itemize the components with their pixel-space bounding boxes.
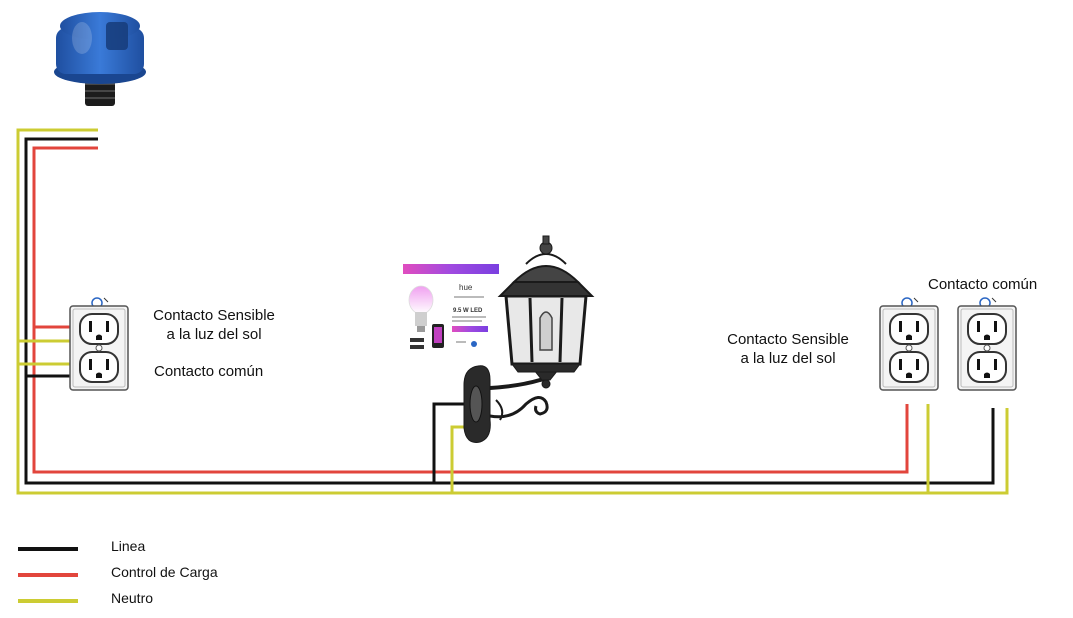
duplex-outlet-icon xyxy=(69,297,129,391)
outlet-receptacle xyxy=(967,313,1007,345)
right-sensitive-label-line-1: Contacto Sensible xyxy=(727,331,849,348)
photocell-sensor-icon xyxy=(54,12,146,106)
outlet-receptacle xyxy=(79,351,119,383)
legend-swatch-control xyxy=(18,573,78,577)
left-sensitive-label-line-2: a la luz del sol xyxy=(166,326,262,343)
outlet-receptacle xyxy=(889,313,929,345)
wires xyxy=(16,128,1009,495)
hue-wattage-text: 9.5 W LED xyxy=(453,308,483,314)
legend-label-linea: Linea xyxy=(111,538,146,554)
legend-swatch-linea xyxy=(18,547,78,551)
legend-label-control: Control de Carga xyxy=(111,564,218,580)
outlet-receptacle xyxy=(889,351,929,383)
wire-linea-lamp xyxy=(432,402,470,483)
right-sensitive-label-line-2: a la luz del sol xyxy=(740,350,836,367)
wall-lantern-lamp-icon xyxy=(463,235,595,443)
hue-brand-text: hue xyxy=(459,283,473,292)
duplex-outlet-icon xyxy=(879,297,939,391)
right-common-outlet-label: Contacto común xyxy=(928,276,1038,293)
wire-neutro-main xyxy=(16,128,1009,495)
right-sensitive-outlet-label: Contacto Sensible a la luz del sol xyxy=(716,330,860,368)
smart-bulb-package-icon: hue 9.5 W LED xyxy=(403,264,499,360)
left-sensitive-label-line-1: Contacto Sensible xyxy=(153,307,275,324)
duplex-outlet-icon xyxy=(957,297,1017,391)
outlet-receptacle xyxy=(967,351,1007,383)
outlet-receptacle xyxy=(79,313,119,345)
legend-swatch-neutro xyxy=(18,599,78,603)
left-common-outlet-label: Contacto común xyxy=(154,363,264,380)
legend-label-neutro: Neutro xyxy=(111,590,154,606)
left-sensitive-outlet-label: Contacto Sensible a la luz del sol xyxy=(142,306,286,344)
wire-control-main xyxy=(32,146,909,474)
outlets xyxy=(69,297,1017,391)
wire-linea-main xyxy=(24,137,995,485)
